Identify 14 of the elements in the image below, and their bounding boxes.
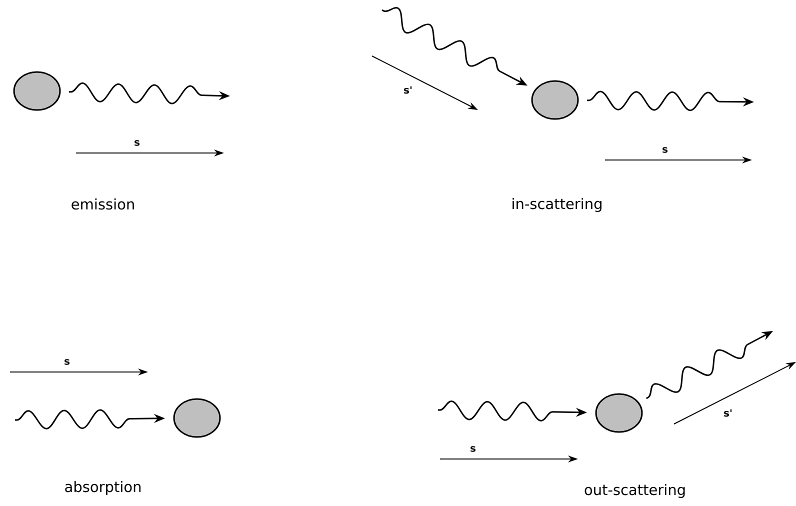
caption: out-scattering [584,484,685,498]
caption: in-scattering [512,198,602,212]
direction-label: s' [724,409,732,417]
direction-label: s [470,446,476,452]
caption: emission [72,198,134,210]
particle [173,398,221,438]
particle [531,80,579,120]
direction-label: s [64,359,70,365]
direction-label: s [134,140,140,146]
direction-label: s [662,147,668,153]
caption: absorption [65,480,141,495]
particle [13,71,61,111]
particle [595,393,643,433]
direction-label: s' [404,86,412,94]
